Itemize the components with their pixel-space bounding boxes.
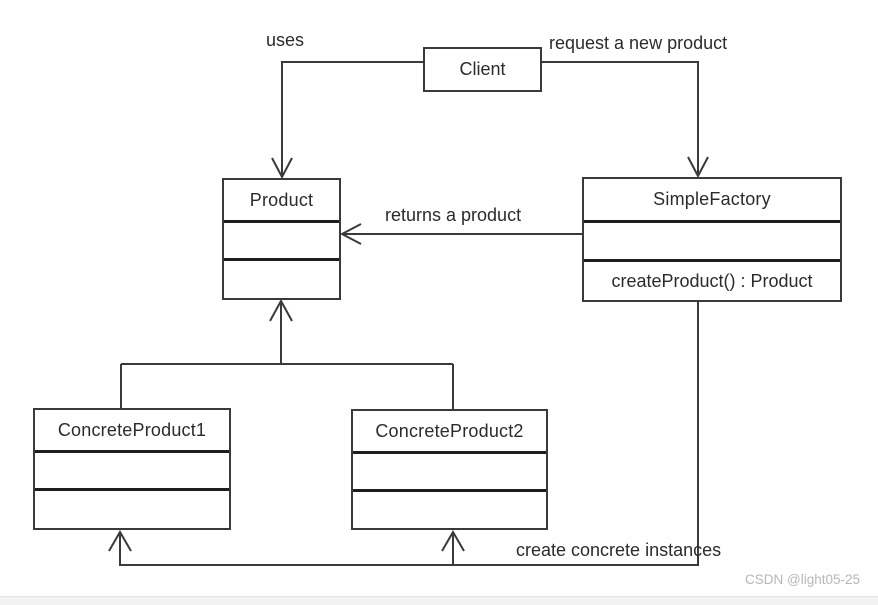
- bottom-strip: [0, 596, 878, 605]
- class-client-name: Client: [459, 59, 506, 79]
- class-concreteproduct1: ConcreteProduct1: [33, 408, 231, 530]
- arrowhead-up-icon: [441, 530, 465, 552]
- class-simplefactory-attributes: [584, 220, 840, 259]
- class-concreteproduct2-operations: [353, 489, 546, 528]
- uses-connector: [271, 61, 423, 180]
- create-instances-label: create concrete instances: [516, 540, 722, 560]
- request-label: request a new product: [549, 33, 728, 53]
- arrowhead-up-icon: [108, 530, 132, 552]
- class-concreteproduct2: ConcreteProduct2: [351, 409, 548, 530]
- class-product-name: Product: [249, 189, 314, 210]
- arrowhead-down-icon: [687, 156, 709, 179]
- uses-label: uses: [266, 30, 305, 50]
- class-client: Client: [423, 47, 542, 92]
- generalization-connector: [120, 298, 454, 409]
- returns-label: returns a product: [385, 205, 522, 225]
- class-product-attributes: [224, 220, 339, 258]
- class-concreteproduct2-name: ConcreteProduct2: [375, 420, 524, 441]
- class-concreteproduct1-name: ConcreteProduct1: [57, 419, 207, 440]
- csdn-watermark: CSDN @light05-25: [744, 572, 860, 587]
- class-product: Product: [222, 178, 341, 300]
- arrowhead-left-icon: [339, 223, 362, 245]
- class-concreteproduct1-operations: [35, 488, 229, 528]
- class-simplefactory-operations: createProduct() : Product: [584, 259, 840, 300]
- returns-connector: [339, 223, 582, 245]
- class-product-operations: [224, 258, 339, 298]
- arrowhead-down-icon: [271, 157, 293, 180]
- class-simplefactory: SimpleFactory createProduct() : Product: [582, 177, 842, 302]
- class-concreteproduct2-attributes: [353, 451, 546, 489]
- class-concreteproduct1-attributes: [35, 450, 229, 488]
- arrowhead-up-icon: [269, 298, 293, 322]
- request-connector: [542, 61, 709, 179]
- class-simplefactory-name: SimpleFactory: [653, 189, 771, 209]
- create-instances-connector: [108, 302, 699, 566]
